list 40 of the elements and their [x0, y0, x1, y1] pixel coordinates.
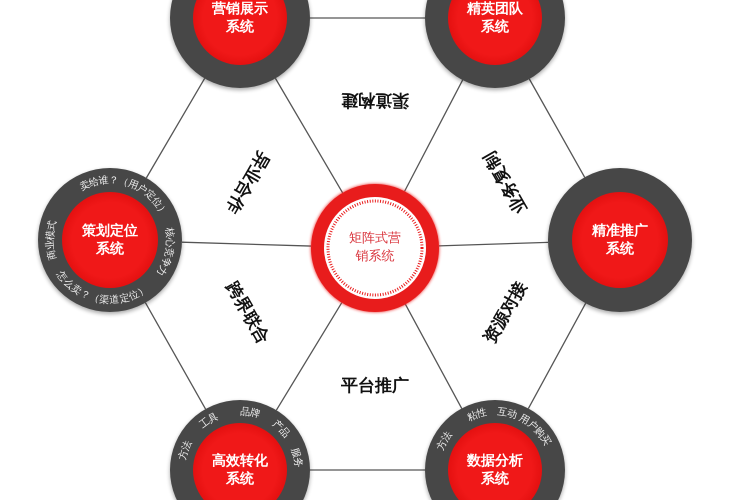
system-title: 策划定位系统: [81, 222, 139, 258]
ring-word: 产品: [270, 418, 292, 440]
connector-line: [144, 302, 206, 410]
system-title: 营销展示系统: [211, 0, 269, 36]
ring-word: 方法: [434, 429, 454, 452]
ring-word: 方法: [176, 438, 194, 461]
sector-label: 跨界联合: [221, 276, 274, 348]
connector-line: [310, 469, 425, 471]
system-circle: [170, 400, 310, 500]
system-title: 高效转化系统: [211, 452, 269, 488]
center-title: 矩阵式营销系统: [348, 230, 402, 266]
sector-label: 异业合作: [221, 146, 274, 218]
connector-line: [528, 302, 586, 409]
sector-label: 资源对接: [478, 276, 532, 348]
connector-line: [404, 80, 464, 192]
connector-line: [404, 304, 462, 409]
sector-label: 业务复制: [478, 146, 532, 218]
ring-word: 怎么卖？（渠道定位）: [54, 268, 150, 306]
ring-word: 用户购买: [517, 412, 553, 448]
ring-word: 互动: [496, 406, 518, 421]
system-title: 精准推广系统: [591, 222, 649, 258]
ring-word: 核心竞争力: [154, 226, 176, 278]
connector-line: [438, 242, 548, 247]
system-title: 精英团队系统: [466, 0, 524, 36]
connector-line: [182, 242, 312, 247]
ring-word: 工具: [198, 410, 220, 431]
ring-word: 服务: [289, 446, 304, 468]
sector-label: 渠道构建: [341, 88, 409, 112]
ring-word: 品牌: [240, 406, 262, 420]
system-circle: [425, 400, 565, 500]
sector-label: 平台推广: [341, 374, 409, 396]
ring-word: 商业模式: [44, 219, 58, 261]
connector-line: [276, 302, 342, 411]
connector-line: [274, 78, 344, 194]
connector-line: [146, 78, 206, 178]
connector-line: [528, 78, 586, 178]
ring-word: 卖给谁？（用户定位）: [78, 174, 170, 218]
system-title: 数据分析系统: [466, 452, 524, 488]
connector-line: [310, 17, 425, 19]
ring-word: 粘性: [466, 406, 488, 424]
